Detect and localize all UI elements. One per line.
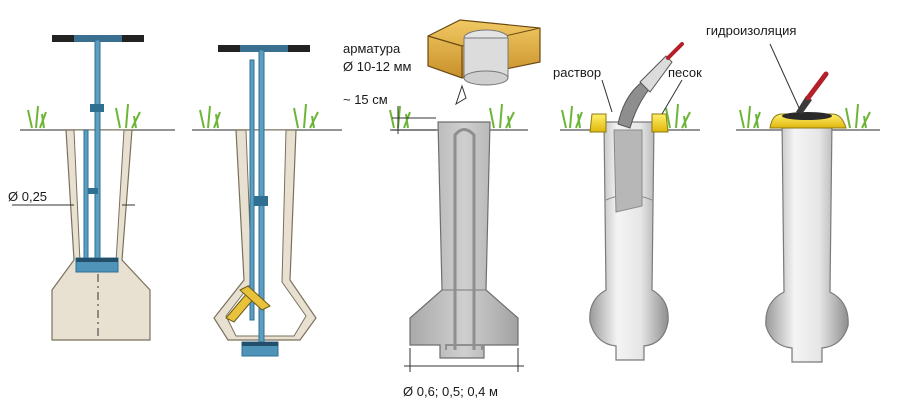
base-diameters-label: Ø 0,6; 0,5; 0,4 м: [403, 384, 498, 399]
hole-diameter-label: Ø 0,25: [8, 189, 48, 204]
sand-backfill-left: [589, 113, 607, 133]
formwork-box-icon: [427, 19, 541, 106]
base-diameter-dimension: [404, 348, 524, 372]
sand-leader: [661, 79, 683, 115]
mortar-stream: [617, 81, 651, 129]
grass-icon: [389, 103, 515, 129]
grass-icon: [27, 103, 141, 129]
mortar-label: раствор: [553, 65, 602, 80]
stage-waterproofing: [736, 43, 880, 363]
rebar-title-label: арматура: [343, 41, 401, 56]
waterproofing-label: гидроизоляция: [706, 23, 797, 38]
mortar-leader: [601, 79, 613, 113]
grass-icon: [199, 103, 319, 129]
rebar-diameter-label: Ø 10-12 мм: [343, 59, 412, 74]
protrusion-dimension: [392, 106, 436, 134]
formwork-pipe: [613, 129, 643, 213]
auger-tool-icon: [52, 35, 144, 273]
grass-icon: [739, 103, 871, 129]
stage-rebar-concrete: [389, 19, 541, 372]
trowel-icon: [639, 42, 684, 93]
stage-drilling: [12, 35, 175, 341]
concrete-pillar: [765, 119, 849, 363]
concrete-pillar: [589, 121, 669, 361]
stage-sand-mortar: [560, 42, 700, 361]
grass-icon: [561, 103, 691, 129]
waterproof-cap: [782, 112, 832, 120]
stage-belling: [192, 45, 342, 357]
concrete-pillar: [409, 121, 519, 359]
protrusion-label: ~ 15 см: [343, 92, 388, 107]
brush-icon: [796, 71, 829, 114]
sand-backfill-right: [651, 113, 669, 133]
sand-label: песок: [668, 65, 702, 80]
waterproofing-leader: [769, 43, 801, 111]
rebar-cage: [445, 128, 483, 350]
belling-tool-icon: [218, 45, 310, 357]
